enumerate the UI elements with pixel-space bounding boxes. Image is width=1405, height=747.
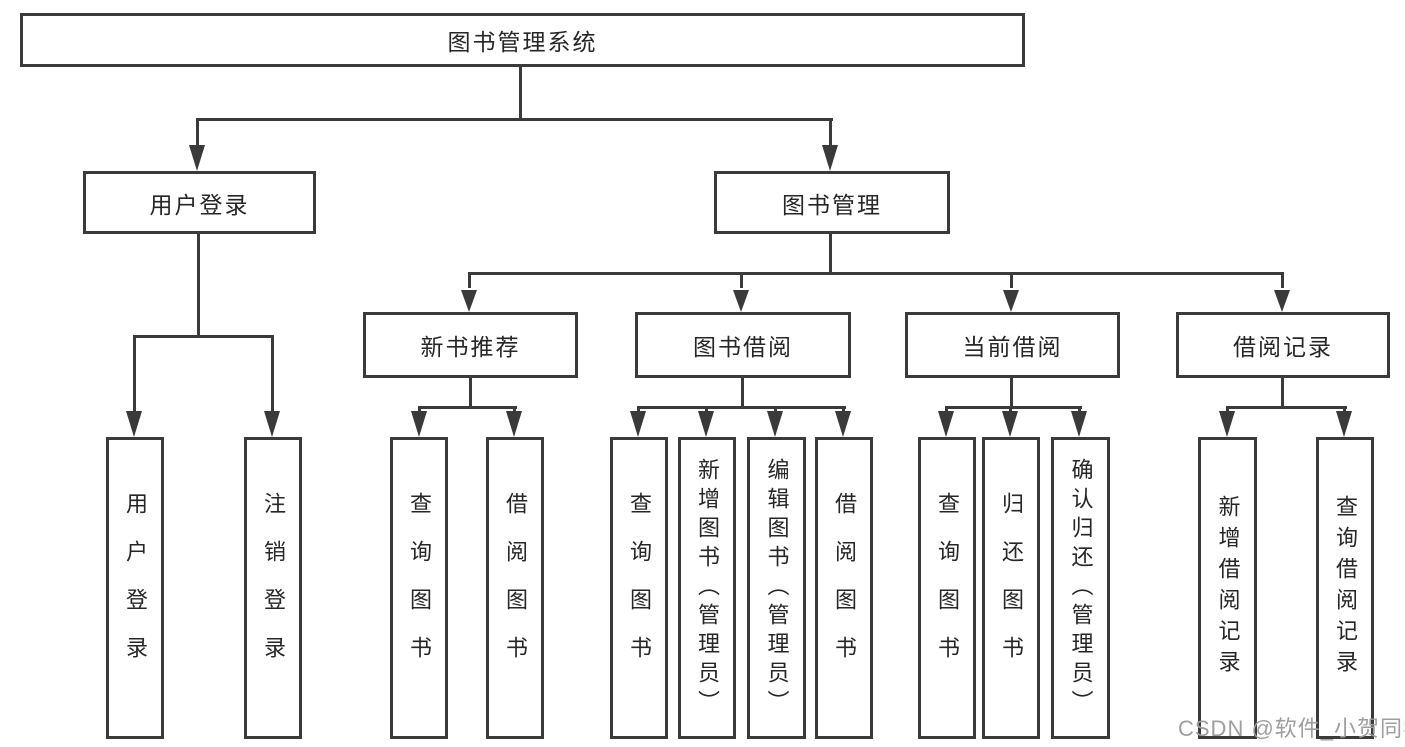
leaf-label: 查询图书 bbox=[627, 492, 652, 684]
connector-stem bbox=[513, 406, 516, 415]
connector-stem bbox=[1010, 272, 1013, 288]
connector-stem bbox=[271, 335, 274, 413]
connector-stem bbox=[842, 406, 845, 415]
leaf-label: 注销登录 bbox=[261, 492, 286, 684]
node-label: 图书管理系统 bbox=[447, 29, 598, 55]
arrow-down-icon bbox=[506, 411, 522, 437]
leaf-borrow-books: 借阅图书 bbox=[815, 437, 873, 739]
arrow-down-icon bbox=[938, 411, 954, 437]
connector-bar bbox=[1226, 406, 1347, 409]
arrow-down-icon bbox=[733, 290, 749, 312]
node-label: 图书借阅 bbox=[693, 334, 793, 360]
leaf-user-login: 用户登录 bbox=[106, 437, 164, 739]
leaf-label: 借阅图书 bbox=[832, 492, 857, 684]
arrow-down-icon bbox=[1219, 411, 1235, 437]
connector-bar bbox=[418, 406, 517, 409]
arrow-down-icon bbox=[822, 145, 838, 171]
node-label: 借阅记录 bbox=[1233, 334, 1333, 360]
arrow-down-icon bbox=[767, 411, 783, 437]
connector-stem bbox=[1226, 406, 1229, 415]
connector-bar bbox=[945, 406, 1082, 409]
leaf-return-book: 归还图书 bbox=[982, 437, 1040, 739]
arrow-down-icon bbox=[1071, 411, 1087, 437]
connector-stem bbox=[705, 406, 708, 415]
leaf-label: 确认归还（管理员） bbox=[1068, 457, 1094, 719]
leaf-label: 查询图书 bbox=[407, 492, 432, 684]
node-current-borrow: 当前借阅 bbox=[905, 312, 1120, 378]
connector-stem bbox=[1343, 406, 1346, 415]
connector-stem bbox=[418, 406, 421, 415]
connector-stem bbox=[637, 406, 640, 415]
arrow-down-icon bbox=[698, 411, 714, 437]
leaf-add-book-admin: 新增图书（管理员） bbox=[678, 437, 736, 739]
node-label: 新书推荐 bbox=[420, 334, 521, 360]
node-new-book-recommend: 新书推荐 bbox=[363, 312, 578, 378]
connector-stem bbox=[945, 406, 948, 415]
connector-bar bbox=[469, 272, 1284, 275]
connector-stem bbox=[197, 234, 200, 335]
arrow-down-icon bbox=[1274, 290, 1290, 312]
leaf-label: 用户登录 bbox=[123, 492, 148, 684]
connector-stem bbox=[740, 272, 743, 288]
leaf-add-borrow-record: 新增借阅记录 bbox=[1198, 437, 1257, 739]
leaf-label: 查询图书 bbox=[935, 492, 960, 684]
connector-root-stem bbox=[519, 67, 522, 118]
leaf-label: 查询借阅记录 bbox=[1333, 495, 1358, 681]
connector-stem bbox=[468, 272, 471, 288]
leaf-label: 归还图书 bbox=[999, 492, 1024, 684]
leaf-logout: 注销登录 bbox=[244, 437, 302, 739]
csdn-watermark: CSDN @软件_小贺同学 bbox=[1178, 716, 1405, 741]
node-library-management-system: 图书管理系统 bbox=[20, 13, 1025, 67]
leaf-query-books-borrow: 查询图书 bbox=[610, 437, 668, 739]
connector-stem bbox=[1281, 272, 1284, 288]
leaf-label: 编辑图书（管理员） bbox=[764, 457, 790, 719]
connector-stem bbox=[774, 406, 777, 415]
connector-stem bbox=[133, 335, 136, 413]
leaf-query-books-recommend: 查询图书 bbox=[390, 437, 448, 739]
connector-stem bbox=[1009, 406, 1012, 415]
connector-stem bbox=[1281, 378, 1284, 406]
connector-stem bbox=[196, 118, 199, 149]
leaf-edit-book-admin: 编辑图书（管理员） bbox=[747, 437, 806, 739]
leaf-label: 新增借阅记录 bbox=[1215, 495, 1241, 681]
arrow-down-icon bbox=[189, 145, 205, 171]
leaf-confirm-return-admin: 确认归还（管理员） bbox=[1051, 437, 1110, 739]
node-book-borrow: 图书借阅 bbox=[635, 312, 851, 378]
arrow-down-icon bbox=[461, 290, 477, 312]
node-label: 用户登录 bbox=[149, 191, 250, 218]
node-user-login: 用户登录 bbox=[83, 171, 316, 234]
arrow-down-icon bbox=[411, 411, 427, 437]
leaf-query-books-current: 查询图书 bbox=[918, 437, 976, 739]
arrow-down-icon bbox=[835, 411, 851, 437]
connector-stem bbox=[1010, 378, 1013, 406]
leaf-label: 新增图书（管理员） bbox=[695, 457, 720, 719]
connector-stem bbox=[829, 118, 832, 149]
leaf-label: 借阅图书 bbox=[503, 492, 528, 684]
node-label: 图书管理 bbox=[782, 191, 882, 218]
connector-stem bbox=[1078, 406, 1081, 415]
connector-stem bbox=[829, 234, 832, 272]
connector-bar bbox=[133, 335, 274, 338]
node-book-management: 图书管理 bbox=[714, 171, 950, 234]
node-label: 当前借阅 bbox=[962, 334, 1063, 360]
arrow-down-icon bbox=[1336, 411, 1352, 437]
arrow-down-icon bbox=[630, 411, 646, 437]
connector-stem bbox=[469, 378, 472, 406]
leaf-borrow-books-recommend: 借阅图书 bbox=[486, 437, 544, 739]
arrow-down-icon bbox=[1002, 411, 1018, 437]
leaf-query-borrow-record: 查询借阅记录 bbox=[1316, 437, 1374, 739]
arrow-down-icon bbox=[1003, 290, 1019, 312]
arrow-down-icon bbox=[126, 411, 142, 437]
arrow-down-icon bbox=[264, 411, 280, 437]
connector-root-bar bbox=[197, 118, 833, 121]
connector-bar bbox=[637, 406, 846, 409]
node-borrow-record: 借阅记录 bbox=[1176, 312, 1390, 378]
connector-stem bbox=[741, 378, 744, 406]
